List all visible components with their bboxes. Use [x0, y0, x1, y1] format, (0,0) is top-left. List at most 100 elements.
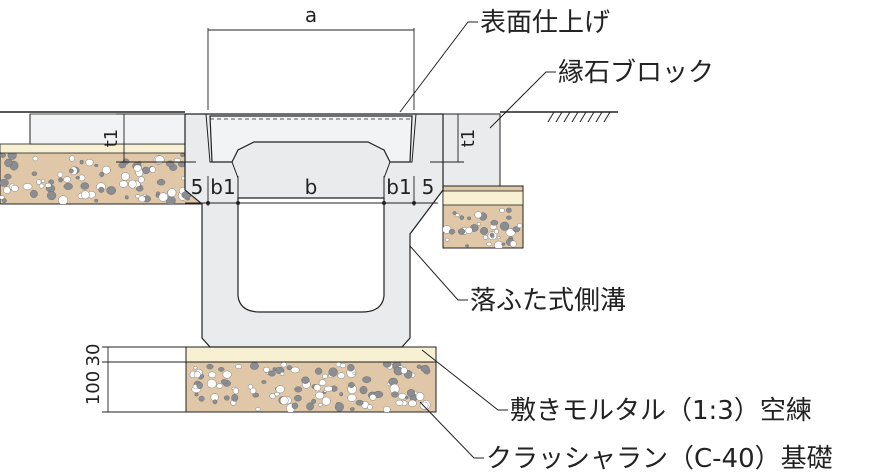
- gravel-stone: [69, 168, 74, 174]
- gravel-stone: [480, 227, 489, 235]
- gravel-stone: [517, 223, 523, 229]
- gravel-stone: [465, 226, 473, 234]
- gravel-stone: [75, 176, 81, 180]
- dimension-5-right: 5: [422, 175, 435, 199]
- gravel-stone: [81, 190, 90, 200]
- gravel-stone: [347, 382, 355, 388]
- gravel-stone: [294, 386, 303, 393]
- gravel-stone: [173, 157, 181, 163]
- gravel-stone: [458, 228, 466, 235]
- gravel-stone: [501, 242, 506, 246]
- gravel-stone: [206, 379, 217, 389]
- gravel-stone: [474, 211, 482, 219]
- curb-block: [442, 113, 501, 187]
- gravel-stone: [355, 399, 364, 406]
- gravel-stone: [222, 370, 232, 379]
- gravel-stone: [128, 179, 137, 189]
- gravel-stone: [198, 395, 205, 402]
- gravel-stone: [7, 152, 17, 160]
- gravel-stone: [158, 192, 169, 202]
- gravel-stone: [124, 195, 129, 200]
- gravel-stone: [156, 178, 166, 186]
- gravel-stone: [193, 366, 198, 370]
- gravel-stone: [349, 407, 355, 411]
- gravel-stone: [318, 402, 323, 407]
- gravel-stone: [98, 186, 105, 193]
- gravel-stone: [261, 380, 267, 384]
- gravel-stone: [395, 399, 404, 406]
- dimension-100: 100: [83, 371, 104, 405]
- gravel-stone: [280, 371, 285, 376]
- gravel-stone: [455, 213, 460, 217]
- gravel-stone: [293, 395, 302, 402]
- gravel-stone: [121, 172, 130, 181]
- gravel-stone: [490, 219, 499, 226]
- gravel-stone: [347, 393, 357, 402]
- gravel-stone: [252, 392, 259, 398]
- gravel-stone: [408, 399, 417, 407]
- gravel-stone: [465, 244, 469, 248]
- gravel-stone: [339, 392, 344, 397]
- surface-finish-label: 表面仕上げ: [480, 8, 610, 38]
- gravel-stone: [3, 186, 11, 194]
- gravel-stone: [149, 166, 156, 173]
- gravel-stone: [280, 362, 287, 368]
- gravel-stone: [313, 384, 321, 392]
- gravel-stone: [1, 198, 7, 204]
- gravel-stone: [58, 195, 69, 204]
- gravel-stone: [318, 379, 327, 386]
- gravel-stone: [99, 171, 105, 178]
- gravel-stone: [156, 191, 160, 195]
- gravel-stone: [69, 155, 76, 162]
- gravel-stone: [41, 178, 46, 183]
- gravel-stone: [459, 215, 465, 220]
- gravel-stone: [206, 364, 214, 370]
- dimension-a-label: a: [305, 3, 317, 27]
- gravel-stone: [63, 182, 73, 190]
- gravel-stone: [311, 398, 316, 404]
- gravel-stone: [274, 392, 280, 397]
- dimension-b1-right: b1: [386, 175, 411, 199]
- gravel-stone: [216, 383, 224, 389]
- gravel-stone: [208, 371, 217, 378]
- gravel-stone: [337, 372, 346, 379]
- gravel-stone: [138, 176, 145, 184]
- gravel-stone: [38, 183, 45, 189]
- gravel-stone: [4, 173, 12, 180]
- gravel-stone: [220, 379, 228, 385]
- gravel-stone: [467, 216, 472, 221]
- left-gravel-layer: [0, 143, 203, 205]
- dimension-30: 30: [83, 344, 104, 367]
- gravel-stone: [0, 195, 5, 200]
- gravel-stone: [30, 189, 38, 198]
- gravel-stone: [275, 385, 285, 394]
- gravel-stone: [483, 234, 488, 240]
- gravel-stone: [36, 179, 42, 185]
- gravel-stone: [383, 406, 391, 412]
- gravel-stone: [235, 364, 242, 369]
- gravel-stone: [500, 221, 510, 231]
- dimension-b-row: 5 b1 b b1 5: [185, 175, 438, 206]
- gravel-stone: [138, 195, 146, 203]
- gravel-stone: [10, 184, 19, 192]
- gravel-stone: [154, 155, 165, 165]
- gravel-stone: [232, 387, 239, 395]
- gravel-stone: [85, 159, 94, 167]
- gravel-stone: [391, 391, 399, 398]
- gravel-stone: [58, 177, 63, 183]
- gravel-stone: [193, 371, 201, 379]
- gravel-stone: [452, 211, 457, 215]
- gravel-stone: [269, 393, 276, 399]
- gravel-stone: [400, 367, 408, 375]
- gravel-stone: [255, 407, 261, 412]
- gravel-stone: [286, 365, 293, 371]
- gravel-stone: [367, 404, 373, 410]
- gravel-stone: [369, 394, 377, 401]
- curb-block-label: 縁石ブロック: [558, 58, 714, 88]
- dimension-5-left: 5: [191, 175, 204, 199]
- drop-lid-gutter-label: 落ふた式側溝: [470, 286, 626, 316]
- gravel-stone: [322, 373, 328, 379]
- gravel-stone: [263, 366, 270, 373]
- gravel-stone: [141, 166, 151, 175]
- gravel-stone: [506, 207, 512, 213]
